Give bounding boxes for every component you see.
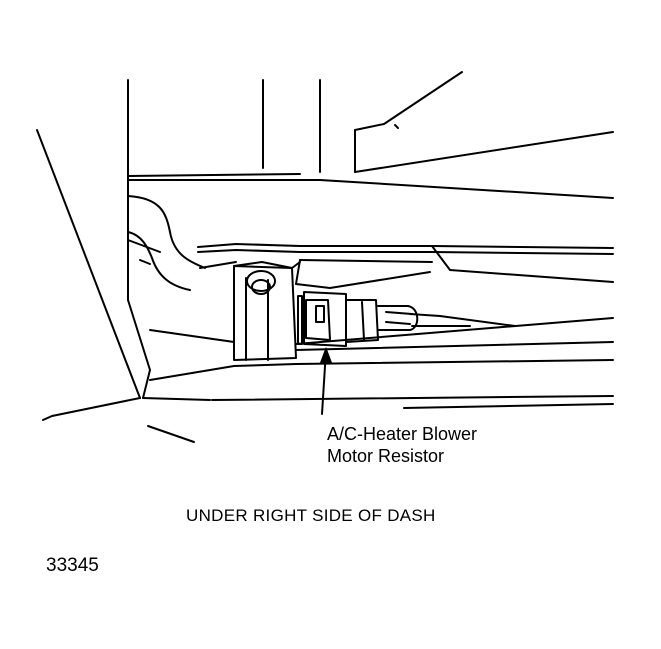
- component-callout-label: A/C-Heater Blower Motor Resistor: [327, 423, 477, 467]
- figure-caption: UNDER RIGHT SIDE OF DASH: [186, 506, 436, 525]
- mounting-bracket: [234, 262, 300, 360]
- left-panel: [37, 80, 150, 420]
- callout-line-1: A/C-Heater Blower: [327, 424, 478, 444]
- bolt-head: [247, 271, 275, 291]
- wiring-harness: [410, 314, 515, 326]
- callout-arrow: [320, 348, 332, 414]
- upper-dash-panel: [128, 72, 613, 198]
- blower-resistor-connector: [298, 292, 417, 346]
- figure-number: 33345: [46, 555, 99, 576]
- lower-dash-rail: [198, 244, 613, 288]
- callout-line-2: Motor Resistor: [327, 446, 445, 466]
- floor-console-lines: [143, 318, 613, 442]
- air-duct: [128, 196, 205, 290]
